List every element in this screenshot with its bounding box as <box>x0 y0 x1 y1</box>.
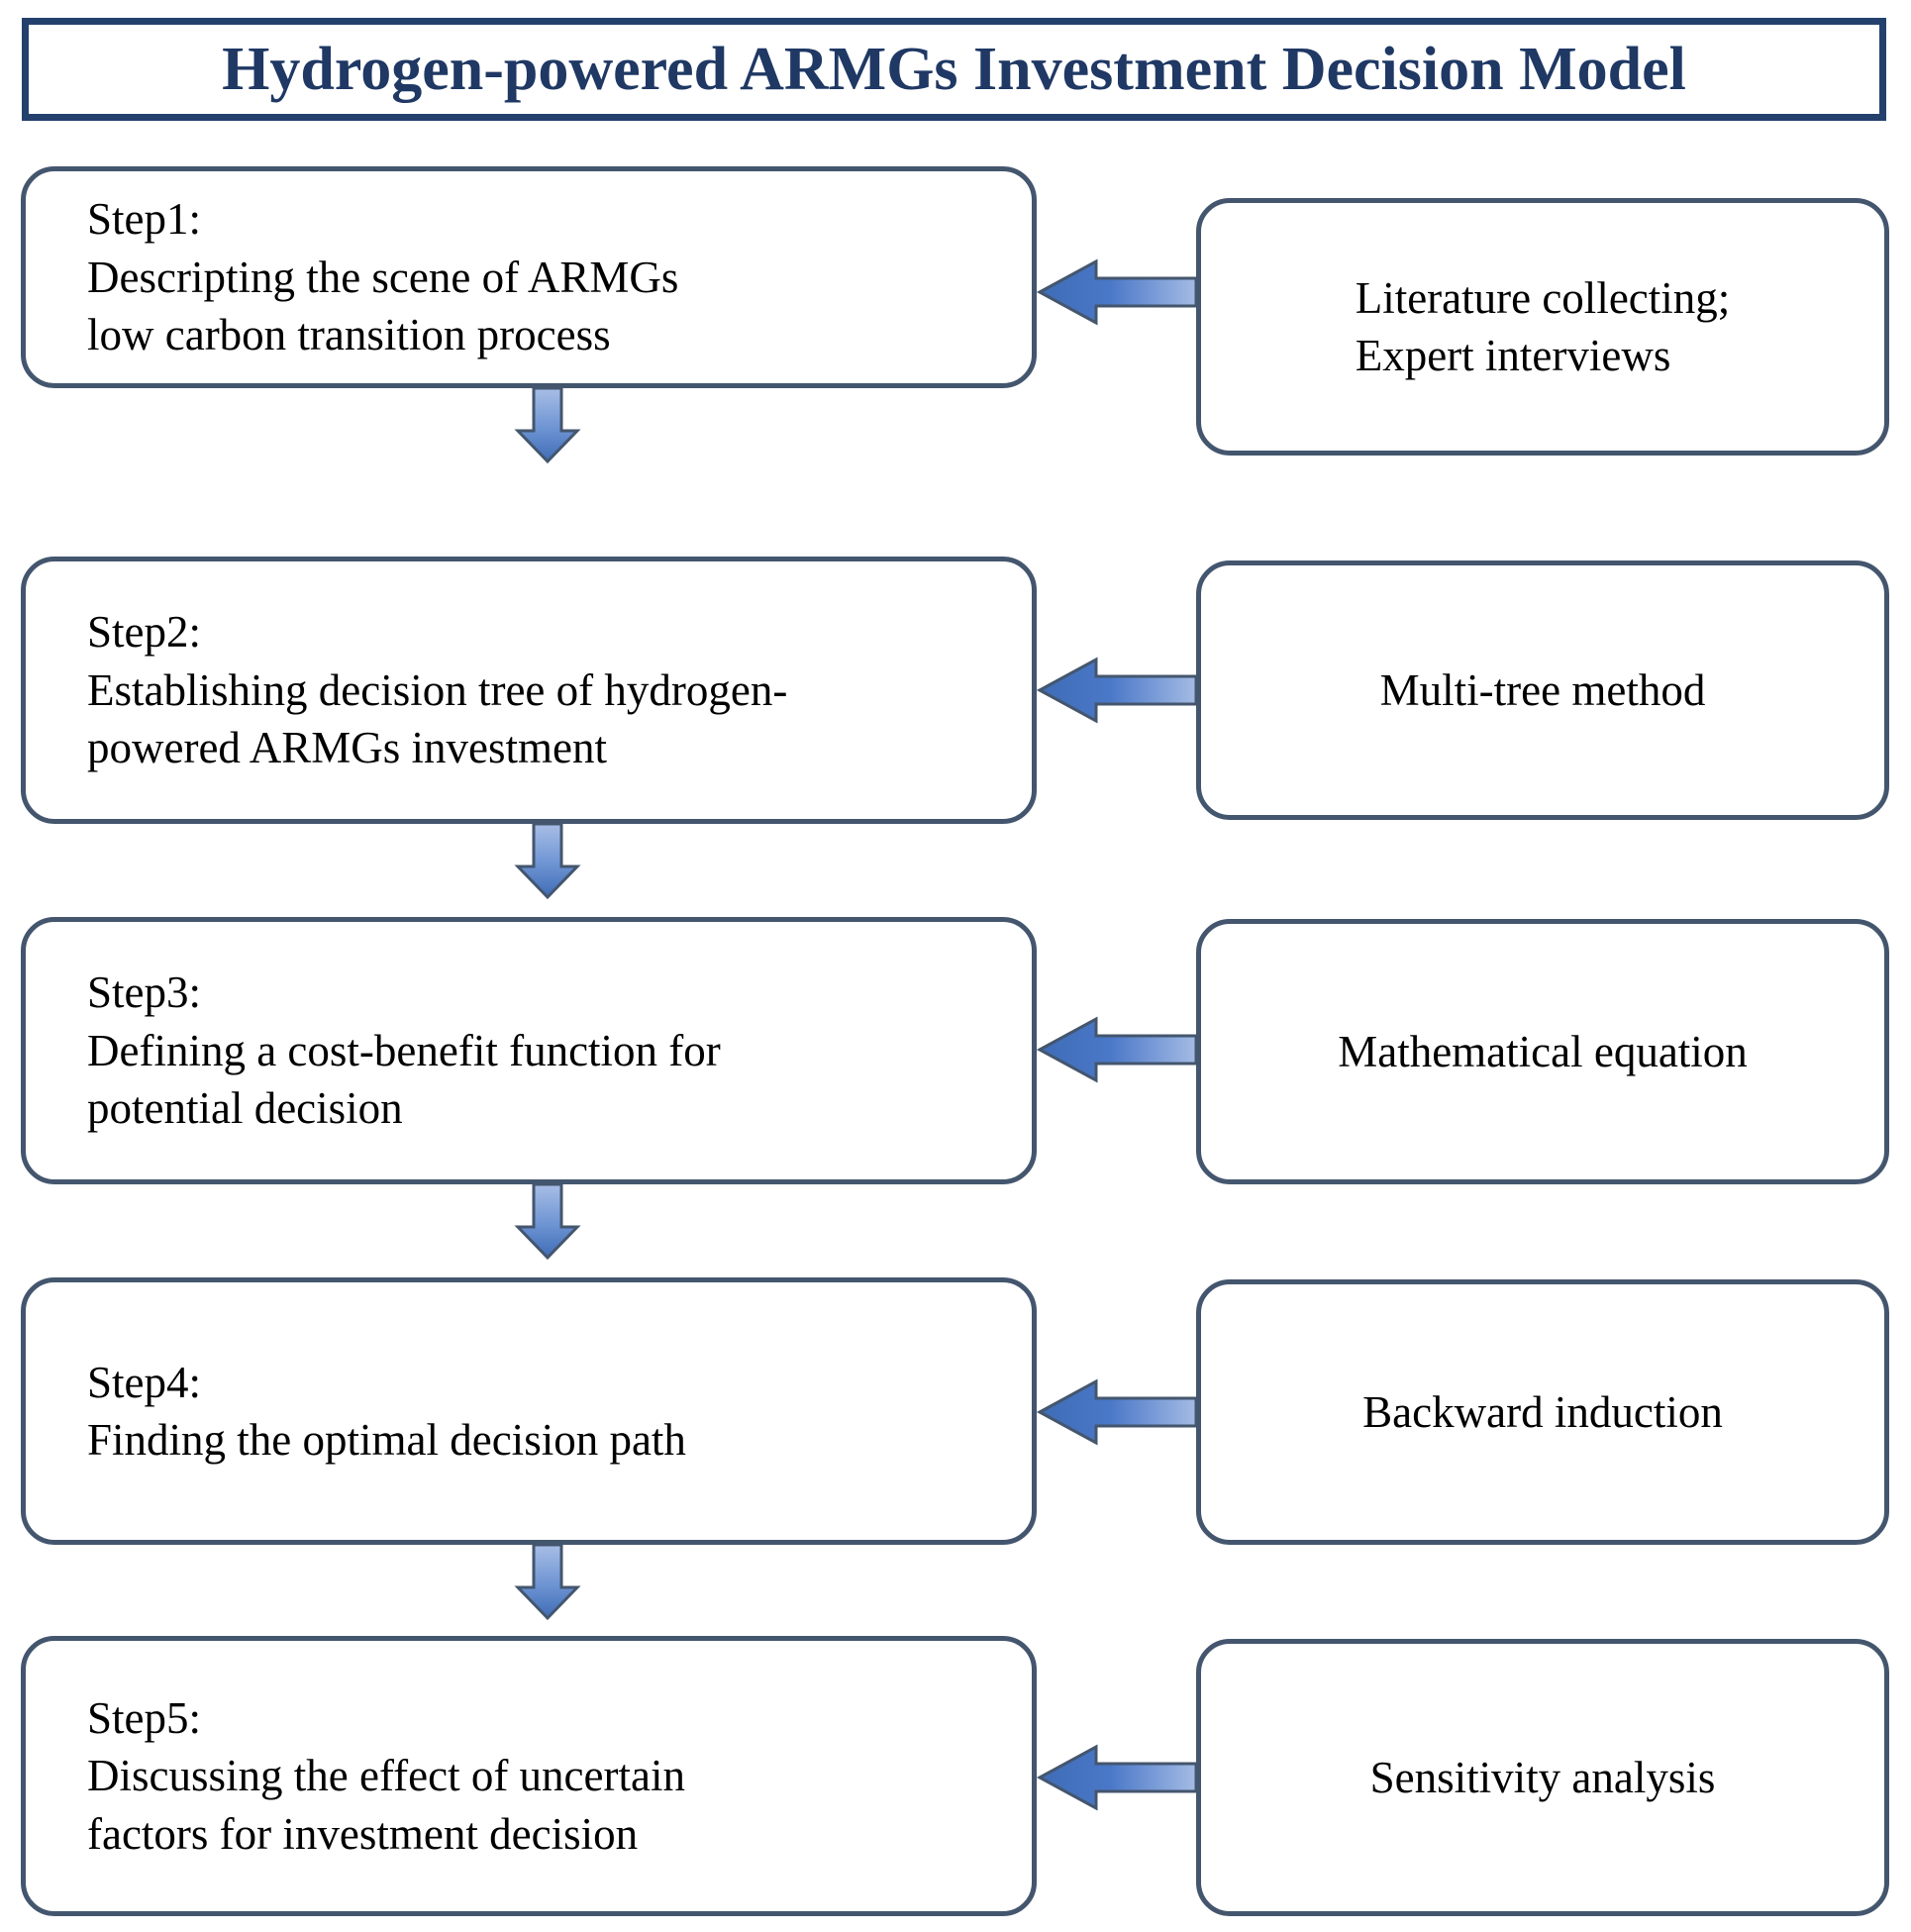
method2-line-1: Multi-tree method <box>1379 664 1706 715</box>
step4-line-2: Finding the optimal decision path <box>87 1415 686 1465</box>
step1-box: Step1: Descripting the scene of ARMGs lo… <box>21 166 1037 388</box>
step5-line-2: Discussing the effect of uncertain <box>87 1751 685 1801</box>
method3-text-group: Mathematical equation <box>1338 1023 1748 1081</box>
method5-box: Sensitivity analysis <box>1196 1639 1889 1916</box>
step5-line-1: Step5: <box>87 1692 202 1743</box>
step1-line-3: low carbon transition process <box>87 310 611 360</box>
flow-arrow-step4-to-step5 <box>510 1543 585 1621</box>
arrow-method5-to-step5 <box>1036 1741 1198 1814</box>
method4-text-group: Backward induction <box>1362 1383 1723 1442</box>
step2-line-2: Establishing decision tree of hydrogen- <box>87 664 788 715</box>
step1-line-2: Descripting the scene of ARMGs <box>87 252 679 302</box>
arrow-method2-to-step2 <box>1036 654 1198 727</box>
diagram-title-box: Hydrogen-powered ARMGs Investment Decisi… <box>22 18 1886 121</box>
step2-line-1: Step2: <box>87 607 202 658</box>
step2-line-3: powered ARMGs investment <box>87 723 607 773</box>
method3-box: Mathematical equation <box>1196 919 1889 1184</box>
flow-arrow-step2-to-step3 <box>510 822 585 900</box>
step3-line-2: Defining a cost-benefit function for <box>87 1025 721 1075</box>
method3-line-1: Mathematical equation <box>1338 1026 1748 1076</box>
arrow-method3-to-step3 <box>1036 1013 1198 1086</box>
step3-line-3: potential decision <box>87 1083 403 1134</box>
arrow-method1-to-step1 <box>1036 255 1198 329</box>
method1-text-group: Literature collecting; Expert interviews <box>1356 269 1731 385</box>
method5-line-1: Sensitivity analysis <box>1369 1752 1716 1802</box>
step2-box: Step2: Establishing decision tree of hyd… <box>21 557 1037 824</box>
step5-line-3: factors for investment decision <box>87 1808 639 1859</box>
method2-box: Multi-tree method <box>1196 560 1889 820</box>
method1-line-2: Expert interviews <box>1355 331 1671 380</box>
method1-line-1: Literature collecting; <box>1355 272 1731 323</box>
step1-line-1: Step1: <box>87 194 202 245</box>
step5-box: Step5: Discussing the effect of uncertai… <box>21 1636 1037 1916</box>
method4-line-1: Backward induction <box>1362 1386 1723 1437</box>
step3-line-1: Step3: <box>87 967 202 1018</box>
step4-box: Step4: Finding the optimal decision path <box>21 1277 1037 1545</box>
flow-arrow-step3-to-step4 <box>510 1182 585 1261</box>
page-title: Hydrogen-powered ARMGs Investment Decisi… <box>222 36 1686 103</box>
flow-arrow-step1-to-step2 <box>510 386 585 464</box>
method5-text-group: Sensitivity analysis <box>1370 1749 1716 1807</box>
method4-box: Backward induction <box>1196 1279 1889 1545</box>
arrow-method4-to-step4 <box>1036 1375 1198 1449</box>
step3-box: Step3: Defining a cost-benefit function … <box>21 917 1037 1184</box>
method1-box: Literature collecting; Expert interviews <box>1196 198 1889 456</box>
method2-text-group: Multi-tree method <box>1380 661 1706 720</box>
step4-line-1: Step4: <box>87 1357 202 1407</box>
